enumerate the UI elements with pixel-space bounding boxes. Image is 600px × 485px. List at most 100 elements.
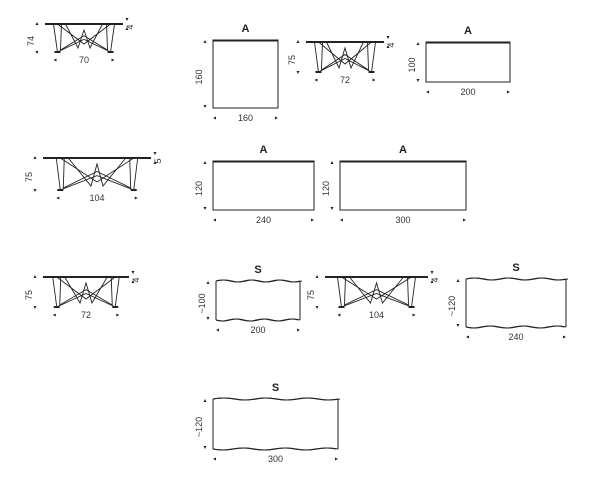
top-outline xyxy=(212,160,315,211)
depth-value: 120 xyxy=(194,181,204,196)
leg-frame xyxy=(320,41,370,71)
width-value: 104 xyxy=(369,310,384,320)
width-value: 300 xyxy=(395,215,410,225)
dimension-arrow xyxy=(111,58,115,62)
height-value: 75 xyxy=(24,290,34,300)
dimension-arrow xyxy=(203,399,207,402)
width-value: 160 xyxy=(238,113,253,123)
dimension-arrow xyxy=(430,280,434,283)
depth-value: 160 xyxy=(194,69,204,84)
height-value: 75 xyxy=(287,55,297,65)
width-value: 200 xyxy=(250,325,265,335)
bottom-edge-wavy xyxy=(465,325,565,329)
depth-value: 100 xyxy=(407,57,417,72)
table-elevation: 75 104 5 xyxy=(24,152,163,203)
table-elevation: 75 104 4 xyxy=(306,271,440,320)
dimension-arrow xyxy=(116,313,120,317)
height-value: 75 xyxy=(306,290,316,300)
depth-value: 120 xyxy=(321,181,331,196)
height-value: 74 xyxy=(26,36,36,46)
finish-label: A xyxy=(464,25,472,37)
dimension-arrow xyxy=(296,40,300,43)
top-outline xyxy=(212,39,279,109)
dimension-arrow xyxy=(33,306,37,309)
top-outline xyxy=(425,41,511,83)
dimension-arrow xyxy=(430,271,434,274)
finish-label: S xyxy=(512,262,519,274)
leg-frame xyxy=(341,276,412,300)
dimension-arrow xyxy=(52,313,56,317)
width-value: 104 xyxy=(89,193,104,203)
dimension-arrow xyxy=(296,71,300,74)
top-edge-wavy xyxy=(212,397,341,401)
thickness-value: 5 xyxy=(153,158,163,163)
dimension-arrow xyxy=(275,116,278,120)
width-value: 300 xyxy=(268,454,283,464)
leg-frame xyxy=(64,276,108,305)
top-edge-wavy xyxy=(465,277,569,281)
dimension-arrow xyxy=(125,18,129,21)
leg-frame xyxy=(59,23,109,51)
leg-frame xyxy=(57,23,111,45)
dimension-arrow xyxy=(56,196,60,200)
leg-frame xyxy=(62,157,132,189)
table-elevation: 75 72 4 xyxy=(24,271,141,320)
dimension-arrow xyxy=(386,36,390,39)
depth-value: ~120 xyxy=(447,296,457,316)
dimension-arrow xyxy=(463,218,466,222)
dimension-arrow xyxy=(33,189,37,192)
leg-frame xyxy=(344,276,409,306)
dimension-arrow xyxy=(203,161,207,164)
dimension-arrow xyxy=(314,78,318,82)
dimension-arrow xyxy=(330,207,334,210)
dimension-arrow xyxy=(131,271,135,274)
leg-frame xyxy=(53,23,115,53)
leg-frame xyxy=(55,157,139,191)
dimension-arrow xyxy=(203,105,207,108)
dimension-arrow xyxy=(35,51,39,54)
dimension-arrow xyxy=(33,275,37,278)
dimension-arrow xyxy=(134,196,138,200)
dimension-arrow xyxy=(53,58,57,62)
dimension-arrow xyxy=(330,161,334,164)
dimension-arrow xyxy=(456,279,460,282)
leg-frame xyxy=(314,41,376,73)
dimension-arrow xyxy=(131,280,135,283)
thickness-value: 4 xyxy=(131,277,141,282)
finish-label: A xyxy=(242,23,250,35)
dimension-arrow xyxy=(466,335,469,339)
table-top-plan: A 200 100 xyxy=(407,25,511,97)
dimension-arrow xyxy=(216,328,219,332)
width-value: 240 xyxy=(508,332,523,342)
dimension-arrow xyxy=(340,218,343,222)
dimension-arrow xyxy=(203,40,207,43)
dimension-arrow xyxy=(315,306,319,309)
height-value: 75 xyxy=(24,172,34,182)
thickness-value: 4 xyxy=(386,42,396,47)
dimension-arrow xyxy=(213,116,216,120)
dimension-arrow xyxy=(456,324,460,327)
leg-frame xyxy=(59,276,113,306)
dimension-arrow xyxy=(426,90,429,94)
width-value: 72 xyxy=(340,75,350,85)
dimension-arrow xyxy=(412,313,416,317)
top-outline xyxy=(339,160,467,211)
finish-label: S xyxy=(254,264,261,276)
leg-frame xyxy=(67,157,127,187)
width-value: 200 xyxy=(460,87,475,97)
depth-value: ~100 xyxy=(197,293,207,313)
table-elevation: 75 72 4 xyxy=(287,36,396,85)
width-value: 72 xyxy=(81,310,91,320)
width-value: 240 xyxy=(256,215,271,225)
dimension-arrow xyxy=(206,317,210,320)
dimension-arrow xyxy=(507,90,510,94)
dimension-arrow xyxy=(372,78,376,82)
width-value: 70 xyxy=(79,55,89,65)
dimension-arrow xyxy=(33,156,37,159)
leg-frame xyxy=(349,276,404,304)
thickness-value: 4 xyxy=(430,277,440,282)
dimension-arrow xyxy=(153,152,157,155)
dimension-arrow xyxy=(203,446,207,449)
